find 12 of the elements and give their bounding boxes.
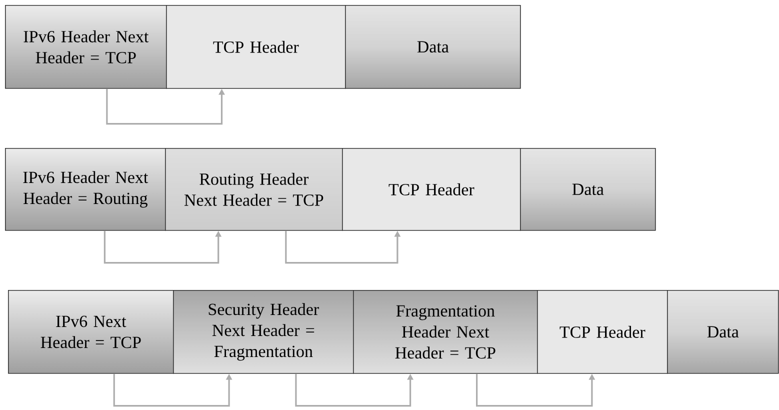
header-box: Data [520,148,656,231]
header-box: Data [667,290,779,374]
header-box: TCP Header [537,290,668,374]
header-box: IPv6 Header Next Header = Routing [5,148,166,231]
header-box: Fragmentation Header Next Header = TCP [353,290,538,374]
header-box: IPv6 Next Header = TCP [8,290,174,374]
header-box: Data [345,5,521,89]
header-box: TCP Header [166,5,346,89]
header-box: Routing Header Next Header = TCP [165,148,343,231]
header-box: TCP Header [342,148,521,231]
header-box: IPv6 Header Next Header = TCP [5,5,167,89]
header-box: Security Header Next Header = Fragmentation [173,290,354,374]
